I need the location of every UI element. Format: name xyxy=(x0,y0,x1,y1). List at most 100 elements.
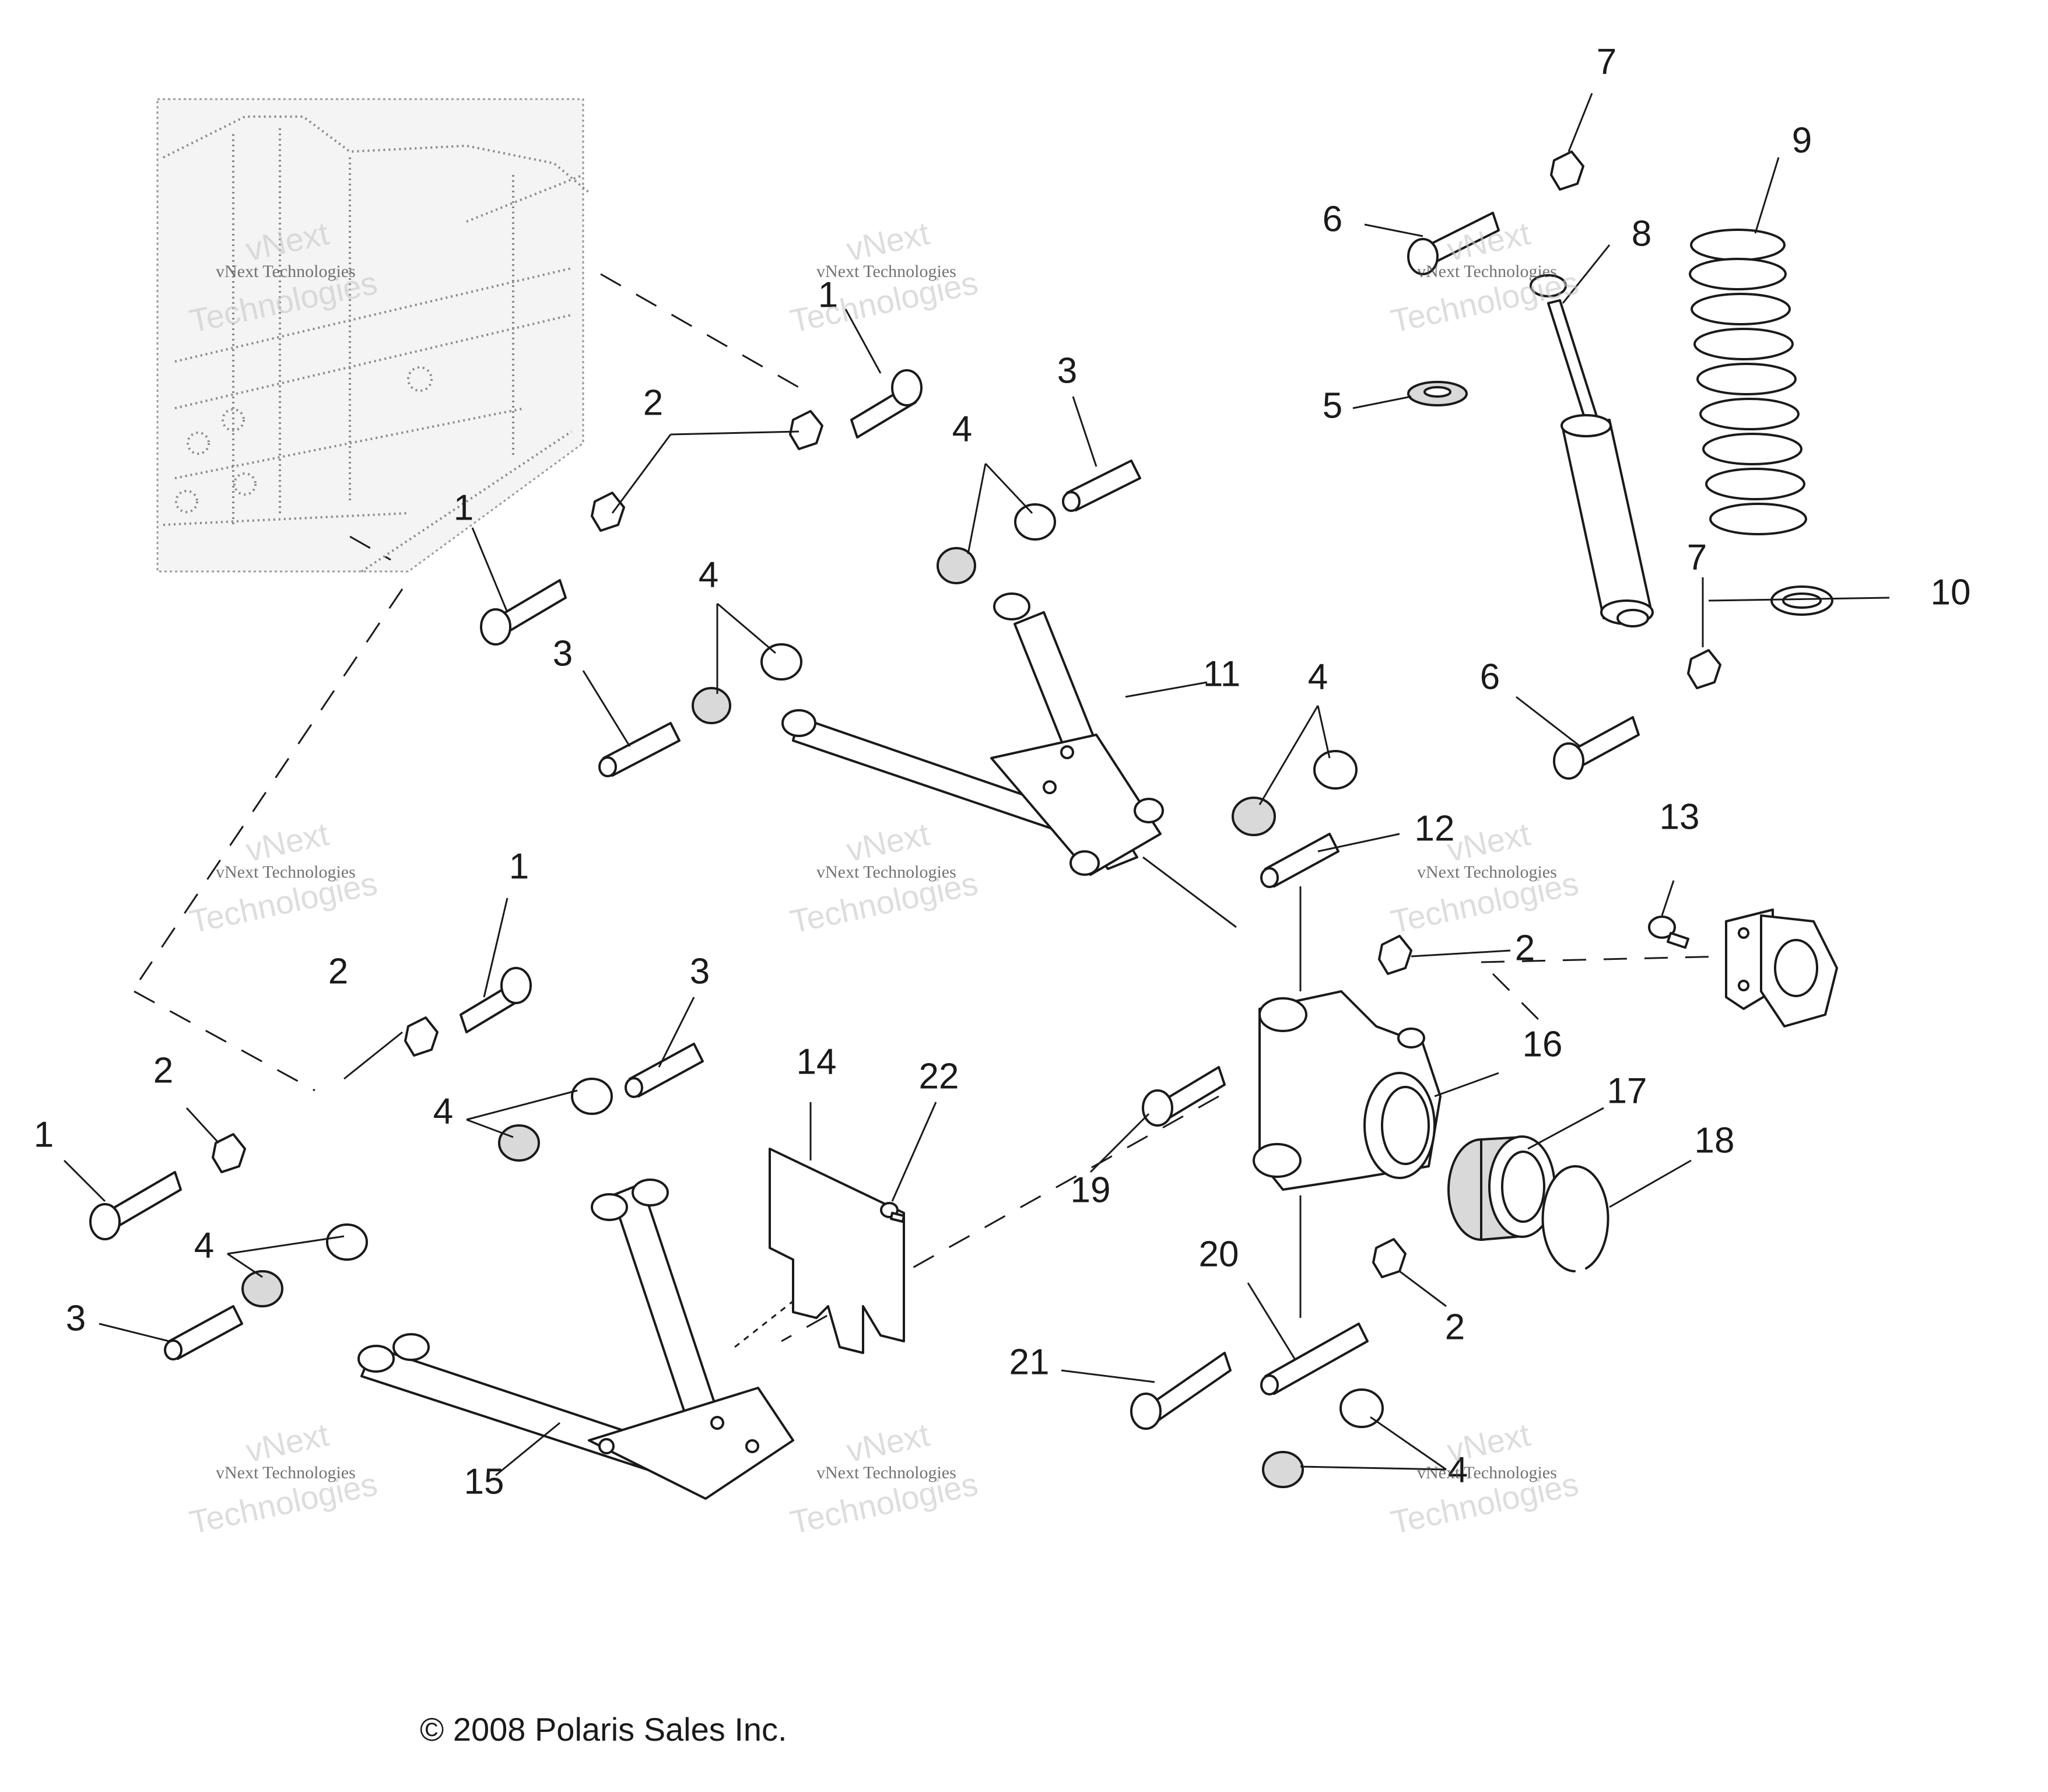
bearing-carrier xyxy=(1253,990,1442,1191)
watermark: vNext vNext Technologies Technologies xyxy=(1387,1416,1581,1541)
spring-retainer xyxy=(1770,585,1833,616)
sleeve-3a xyxy=(1062,460,1141,512)
bushing-4b xyxy=(692,643,802,724)
copyright-notice: © 2008 Polaris Sales Inc. xyxy=(420,1711,787,1748)
nut-7a xyxy=(1550,150,1584,191)
leader-lines xyxy=(63,93,1890,1477)
callout-2: 2 xyxy=(1515,928,1535,968)
screw-22 xyxy=(880,1202,905,1223)
callout-10: 10 xyxy=(1931,572,1971,612)
callout-1: 1 xyxy=(509,846,529,886)
callout-15: 15 xyxy=(464,1461,504,1502)
callout-19: 19 xyxy=(1071,1170,1111,1210)
watermark: vNext vNext Technologies Technologies xyxy=(186,815,380,940)
callout-3: 3 xyxy=(690,951,710,991)
svg-text:vNext: vNext xyxy=(843,215,933,268)
callout-21: 21 xyxy=(1009,1342,1050,1382)
callout-4: 4 xyxy=(952,409,972,449)
upper-a-arm xyxy=(781,592,1164,876)
watermark: vNext vNext Technologies Technologies xyxy=(787,215,981,339)
callout-5: 5 xyxy=(1323,385,1342,426)
svg-text:vNext Technologies: vNext Technologies xyxy=(216,1463,356,1482)
callout-8: 8 xyxy=(1632,213,1651,254)
svg-text:vNext: vNext xyxy=(1444,215,1534,268)
callout-14: 14 xyxy=(797,1041,837,1082)
bolt-21 xyxy=(1130,1352,1232,1430)
washer xyxy=(1407,381,1468,406)
nut-2e xyxy=(1378,935,1412,975)
callout-3: 3 xyxy=(66,1298,86,1338)
sleeve-3b xyxy=(598,722,681,777)
caliper-bracket xyxy=(1725,909,1838,1027)
callout-4: 4 xyxy=(1448,1450,1468,1490)
bushing-4d xyxy=(498,1078,613,1162)
callout-18: 18 xyxy=(1695,1120,1735,1160)
bolt-1d xyxy=(89,1171,182,1240)
svg-text:vNext: vNext xyxy=(243,815,332,868)
callout-7: 7 xyxy=(1597,41,1616,82)
bolt-1c xyxy=(460,967,532,1033)
nut-2c xyxy=(404,1016,439,1057)
svg-text:vNext Technologies: vNext Technologies xyxy=(1417,862,1557,882)
bushing-4a xyxy=(937,503,1056,584)
svg-text:vNext Technologies: vNext Technologies xyxy=(1417,1463,1557,1482)
bolt-1a xyxy=(850,369,923,439)
nut-2b xyxy=(591,492,625,532)
svg-text:vNext Technologies: vNext Technologies xyxy=(1417,262,1557,281)
svg-text:vNext Technologies: vNext Technologies xyxy=(216,262,356,281)
callout-4: 4 xyxy=(194,1225,214,1265)
callout-1: 1 xyxy=(818,275,838,315)
callout-7: 7 xyxy=(1687,537,1707,577)
nut-7b xyxy=(1687,649,1721,689)
callout-11: 11 xyxy=(1203,654,1240,694)
screw-13 xyxy=(1648,916,1689,949)
pin-12 xyxy=(1260,833,1339,888)
sleeve-3c xyxy=(625,1043,704,1098)
shock-absorber xyxy=(1530,274,1654,627)
bolt-6a xyxy=(1407,212,1500,275)
callout-1: 1 xyxy=(34,1114,54,1155)
chassis-frame xyxy=(156,98,590,573)
callout-22: 22 xyxy=(919,1056,959,1096)
bolt-19 xyxy=(1142,1066,1226,1127)
coil-spring xyxy=(1689,229,1807,535)
callout-16: 16 xyxy=(1523,1024,1563,1064)
lower-a-arm xyxy=(357,1179,794,1500)
svg-text:vNext: vNext xyxy=(243,1416,332,1469)
watermark: vNext vNext Technologies Technologies xyxy=(787,1416,981,1541)
callout-20: 20 xyxy=(1199,1234,1239,1274)
bushing-4e xyxy=(241,1223,368,1307)
pin-20 xyxy=(1260,1323,1369,1395)
sleeve-3d xyxy=(164,1305,243,1360)
watermark: vNext vNext Technologies Technologies xyxy=(787,815,981,940)
callout-13: 13 xyxy=(1660,797,1700,837)
nut-2d xyxy=(212,1133,246,1173)
guard-plate xyxy=(769,1148,905,1354)
retaining-ring xyxy=(1541,1165,1609,1272)
svg-text:vNext: vNext xyxy=(1444,1416,1534,1469)
bushing-4f xyxy=(1262,1388,1384,1488)
callout-4: 4 xyxy=(433,1091,453,1131)
svg-text:vNext: vNext xyxy=(843,1416,933,1469)
callout-1: 1 xyxy=(454,488,474,528)
svg-text:vNext Technologies: vNext Technologies xyxy=(216,862,356,882)
svg-text:vNext Technologies: vNext Technologies xyxy=(816,1463,956,1482)
callout-3: 3 xyxy=(553,633,573,674)
callout-6: 6 xyxy=(1323,199,1342,239)
callout-4: 4 xyxy=(1308,657,1328,697)
callout-3: 3 xyxy=(1057,350,1077,391)
callout-17: 17 xyxy=(1607,1071,1647,1111)
callout-6: 6 xyxy=(1480,657,1500,697)
callout-2: 2 xyxy=(328,951,348,991)
callout-labels: 1 1 1 1 2 2 2 2 2 3 3 3 3 4 4 4 4 4 4 5 … xyxy=(34,41,1971,1502)
callout-2: 2 xyxy=(1445,1307,1465,1347)
callout-2: 2 xyxy=(643,383,663,423)
wheel-bearing xyxy=(1447,1135,1556,1241)
svg-text:vNext Technologies: vNext Technologies xyxy=(816,262,956,281)
callout-2: 2 xyxy=(153,1050,173,1090)
watermark: vNext vNext Technologies Technologies xyxy=(186,1416,380,1541)
nut-2a xyxy=(789,410,823,450)
bolt-1b xyxy=(480,579,567,646)
bushing-4c xyxy=(1232,750,1358,836)
